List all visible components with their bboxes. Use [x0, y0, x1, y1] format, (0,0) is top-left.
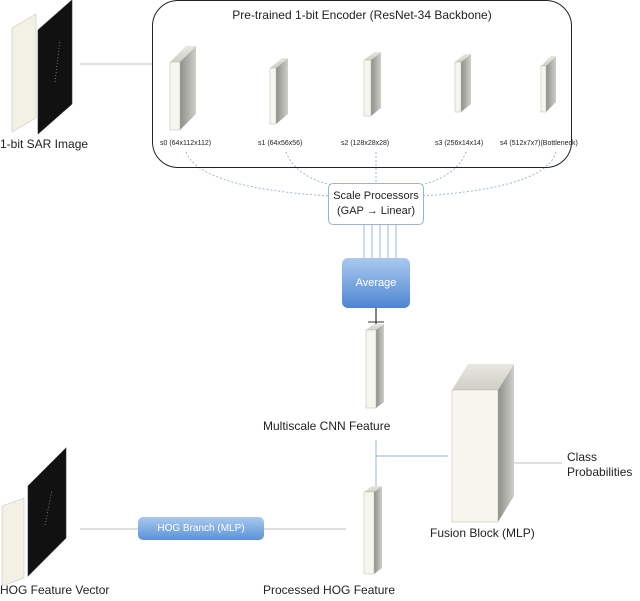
stage-slab-s0-front: [169, 61, 181, 131]
stage-slab-s3-side: [461, 54, 471, 112]
stage-slab-s0-side: [180, 46, 196, 130]
sar-image-back-slab: [11, 13, 37, 133]
stage-label-s3: s3 (256x14x14): [435, 140, 484, 147]
output-line2: Probabilities: [567, 465, 633, 479]
fusion-block-front: [451, 389, 499, 523]
encoder-container: [152, 0, 572, 168]
stage-slab-s1: [269, 58, 288, 125]
stage-slab-s2-front: [363, 59, 372, 117]
stage-slab-s3: [454, 54, 471, 113]
multiscale-feature-bar-side: [376, 324, 384, 408]
stage-slab-s2: [363, 52, 381, 117]
hog-image-front-slab: [27, 447, 67, 577]
hog-vector-slab: [1, 497, 25, 587]
stage-label-s0: s0 (64x112x112): [160, 140, 212, 147]
stage-slab-s1-top: [270, 58, 288, 68]
fusion-block-top: [452, 364, 514, 390]
sar-image-stack: [11, 0, 73, 135]
sar-target-streak: [54, 39, 61, 83]
stage-slab-s2-side: [371, 52, 381, 116]
stage-slab-s0: [169, 46, 196, 131]
processor-to-average-lines: [363, 225, 397, 258]
stage-slab-s1-front: [269, 67, 277, 125]
multiscale-feature-bar: [365, 324, 384, 409]
multiscale-label: Multiscale CNN Feature: [263, 419, 391, 433]
stage-label-s2: s2 (128x28x28): [341, 140, 390, 147]
output-line1: Class: [567, 450, 598, 464]
processed-hog-bar: [363, 486, 382, 575]
hog-branch-box: HOG Branch (MLP): [138, 517, 264, 540]
fusion-block-side: [498, 364, 514, 522]
processed-hog-label: Processed HOG Feature: [263, 583, 396, 597]
scale-processors-line2: (GAP → Linear): [336, 205, 416, 217]
stage-slab-s3-top: [455, 54, 471, 62]
fusion-block: [451, 364, 514, 523]
input-label: 1-bit SAR Image: [0, 137, 89, 151]
multiscale-feature-bar-front: [365, 329, 377, 409]
stage-slab-s4-side: [546, 56, 556, 112]
stage-slab-s3-front: [454, 61, 462, 113]
stage-label-s4: s4 (512x7x7)(Bottleneck): [500, 140, 578, 147]
fusion-label: Fusion Block (MLP): [430, 526, 535, 540]
multiscale-feature-bar-top: [366, 324, 384, 330]
stage-slab-s2-top: [364, 52, 381, 60]
sar-image-front-slab: [37, 0, 73, 135]
processed-hog-bar-top: [364, 486, 382, 492]
curve-s0: [185, 151, 331, 197]
processed-hog-bar-front: [363, 491, 375, 575]
hog-vector-label: HOG Feature Vector: [0, 583, 110, 597]
processed-hog-bar-side: [374, 486, 382, 574]
stage-slab-s4-front: [540, 65, 547, 113]
encoder-stage-slabs: [169, 46, 556, 131]
scale-processors-box: Scale Processors (GAP → Linear): [328, 183, 424, 225]
stage-slab-s0-top: [170, 46, 196, 62]
stage-label-s1: s1 (64x56x56): [258, 140, 303, 147]
stage-slab-s1-side: [276, 58, 288, 124]
average-box: Average: [342, 258, 410, 308]
feature-slabs: [363, 324, 514, 575]
hog-image-stack: [1, 447, 67, 587]
encoder-title: Pre-trained 1-bit Encoder (ResNet-34 Bac…: [232, 8, 492, 22]
stage-slab-s4: [540, 56, 556, 113]
stage-slab-s4-top: [541, 56, 556, 66]
scale-processors-line1: Scale Processors: [333, 190, 419, 202]
hog-branch-label: HOG Branch (MLP): [157, 523, 245, 534]
average-label: Average: [355, 277, 397, 289]
